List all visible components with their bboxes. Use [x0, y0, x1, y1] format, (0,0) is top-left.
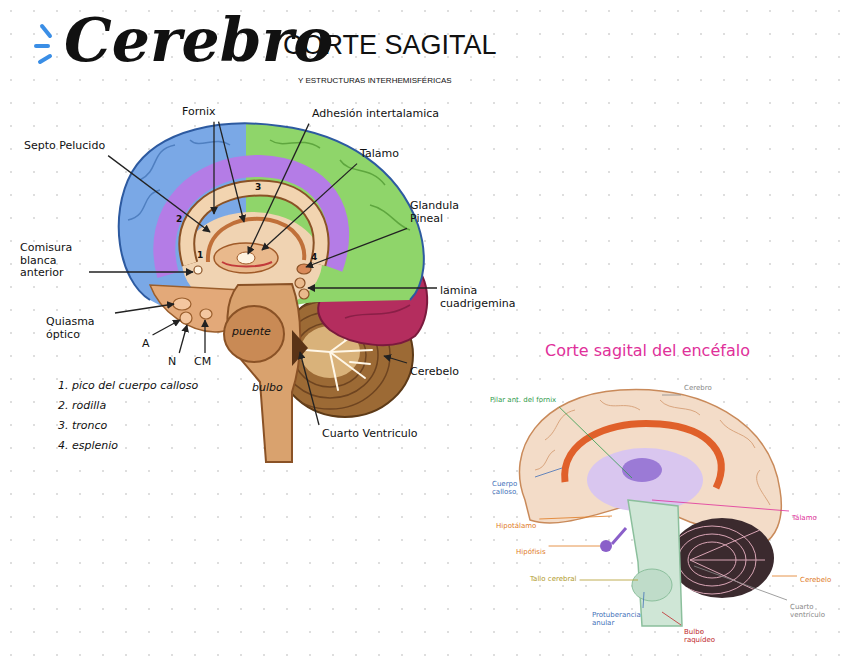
leader-line — [179, 325, 187, 353]
key-item: 3. tronco — [58, 420, 107, 433]
part-label: Cerebelo — [800, 576, 831, 584]
part-label: Tallo cerebral — [530, 575, 577, 583]
callout-number: 1 — [197, 250, 203, 260]
leader-line — [694, 566, 787, 600]
part-label: Tálamo — [792, 514, 817, 522]
part-label: CM — [194, 356, 211, 369]
part-label: Pilar ant. del fornix — [490, 396, 556, 404]
part-label: N — [168, 356, 176, 369]
part-label: Septo Pelucido — [24, 140, 105, 153]
part-label: Hipófisis — [516, 548, 546, 556]
leader-line — [300, 352, 319, 425]
part-label: Protuberancia anular — [592, 611, 640, 627]
leader-line — [580, 580, 638, 581]
leader-line — [662, 395, 681, 396]
part-label: Cuarto ventrículo — [790, 603, 838, 619]
leader-line — [308, 287, 437, 288]
part-label: puente — [232, 326, 271, 339]
key-item: 2. rodilla — [58, 400, 106, 413]
leader-line — [115, 304, 174, 313]
leader-line — [662, 612, 681, 625]
subtitle-note: Y ESTRUCTURAS INTERHEMISFÉRICAS — [298, 76, 452, 85]
leader-line — [219, 122, 244, 222]
part-label: bulbo — [252, 382, 283, 395]
part-label: Quiasma óptico — [46, 316, 112, 341]
leader-line — [652, 500, 789, 511]
part-label: Adhesión intertalamica — [312, 108, 439, 121]
leader-line — [153, 320, 180, 335]
part-label: Hipotálamo — [496, 522, 536, 530]
leader-line — [213, 122, 214, 214]
section-title: Corte sagital del encéfalo — [545, 342, 750, 360]
part-label: Cuarto Ventriculo — [322, 428, 418, 441]
key-item: 4. esplenio — [58, 440, 118, 453]
part-label: Comisura blanca anterior — [20, 242, 86, 280]
key-item: 1. pico del cuerpo calloso — [58, 380, 198, 393]
leader-line — [643, 592, 644, 608]
part-label: Glandula Pineal — [410, 200, 472, 225]
part-label: Cerebro — [684, 384, 712, 392]
part-label: Fornix — [182, 106, 216, 119]
part-label: Bulbo raquídeo — [684, 628, 720, 644]
leader-line — [535, 468, 562, 477]
subtitle: CORTE SAGITAL — [283, 30, 497, 61]
leader-line — [772, 576, 797, 577]
leader-line — [204, 320, 205, 353]
part-label: Cuerpo calloso — [492, 480, 532, 496]
leader-line — [539, 516, 612, 519]
part-label: Talamo — [360, 148, 399, 161]
leader-line — [384, 356, 407, 363]
leader-line — [549, 546, 600, 547]
leader-line — [262, 164, 357, 250]
leader-line — [89, 271, 193, 272]
callout-number: 4 — [311, 252, 317, 262]
part-label: Cerebelo — [410, 366, 459, 379]
callout-number: 2 — [176, 214, 182, 224]
part-label: lamina cuadrigemina — [440, 285, 520, 310]
callout-number: 3 — [255, 182, 261, 192]
leader-line — [306, 228, 407, 267]
leader-line — [108, 156, 210, 232]
leader-line — [559, 407, 632, 478]
part-label: A — [142, 338, 150, 351]
